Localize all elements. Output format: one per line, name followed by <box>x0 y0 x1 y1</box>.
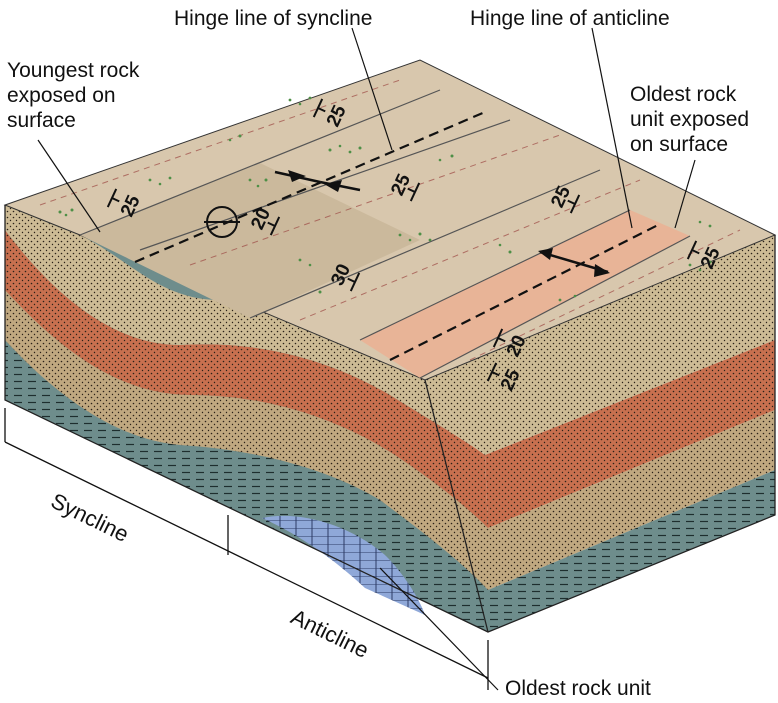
leader-oldest-exposed <box>674 159 696 229</box>
oldest-rock-band <box>360 210 690 378</box>
leader-oldest-unit <box>379 567 499 691</box>
label-youngest-rock: Youngest rock exposed on surface <box>7 58 139 133</box>
label-youngest-line3: surface <box>7 109 76 132</box>
surface-strip-dark <box>80 163 420 318</box>
label-hinge-syncline: Hinge line of syncline <box>174 7 373 30</box>
label-oldest-exposed: Oldest rock unit exposed on surface <box>630 82 749 157</box>
map-surface <box>3 59 777 381</box>
label-youngest-line2: exposed on <box>7 84 116 107</box>
horizontal-bed-symbol <box>204 206 240 238</box>
leader-hinge-syncline <box>351 27 393 151</box>
leader-youngest <box>37 139 101 233</box>
block-outline <box>4 205 776 633</box>
section-brackets <box>4 408 489 690</box>
label-oldest-exposed-line2: unit exposed <box>630 108 750 131</box>
anticline-axis-symbol <box>538 248 610 277</box>
label-oldest-rock-unit: Oldest rock unit <box>505 677 651 700</box>
front-limestone-core <box>262 515 425 615</box>
label-oldest-exposed-line1: Oldest rock <box>630 83 737 106</box>
right-face <box>425 235 775 632</box>
leader-hinge-anticline <box>591 27 633 229</box>
syncline-axis-symbol <box>274 170 361 192</box>
front-face <box>5 205 488 632</box>
leader-lines <box>37 27 696 691</box>
top-surface <box>3 59 777 381</box>
label-hinge-anticline: Hinge line of anticline <box>470 7 670 30</box>
label-youngest-line1: Youngest rock <box>7 59 140 82</box>
label-oldest-exposed-line3: on surface <box>630 133 729 156</box>
anticline-hinge-line <box>389 223 661 361</box>
